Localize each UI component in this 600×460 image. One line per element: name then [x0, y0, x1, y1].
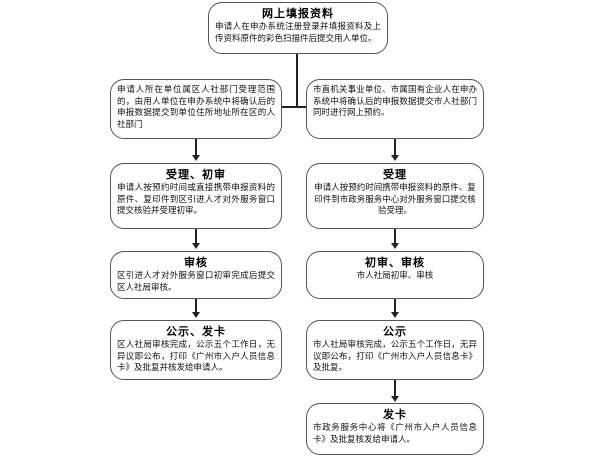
flow-node-right-review: 初审、审核 市人社局初审、审核: [306, 251, 484, 299]
flow-node-body: 市人社局初审、审核: [356, 271, 434, 281]
flow-node-title: 受理、初审: [166, 168, 226, 181]
arrowhead-left-accept: [192, 155, 200, 161]
connector-right-publicity-to-issue: [394, 380, 396, 398]
flow-node-left-accept: 受理、初审 申请人按预约时间或直接携带申报资料的原件、复印件到区引进人才对外服务…: [110, 163, 282, 229]
flow-node-left-submit: 申请人所在单位属区人社部门受理范围的，由用人单位在申办系统中将确认后的申报数据提…: [110, 79, 282, 139]
connector-start-trunk: [296, 54, 298, 107]
flow-node-right-issue: 发卡 市政务服务中心将《广州市入户人员信息卡》及批复核发给申请人。: [306, 403, 484, 455]
connector-right-accept-to-review: [394, 229, 396, 247]
flow-node-body: 区引进人才对外服务窗口初审完成后提交区人社局审核。: [117, 271, 275, 293]
flow-node-title: 发卡: [383, 408, 407, 421]
flow-node-left-review: 审核 区引进人才对外服务窗口初审完成后提交区人社局审核。: [110, 251, 282, 299]
flow-node-body: 市直机关事业单位、市属国有企业人在申办系统中将确认后的申报数据提交市人社部门同时…: [313, 85, 477, 118]
flow-node-title: 公示: [383, 325, 407, 338]
arrowhead-right-publicity: [391, 312, 399, 318]
arrowhead-right-issue: [391, 396, 399, 402]
arrowhead-left-review: [192, 243, 200, 249]
flow-node-body: 申请人按预约时间或直接携带申报资料的原件、复印件到区引进人才对外服务窗口提交核验…: [117, 183, 275, 216]
flow-node-body: 市政务服务中心将《广州市入户人员信息卡》及批复核发给申请人。: [313, 423, 477, 445]
connector-left-accept-to-review: [195, 229, 197, 247]
flow-node-body: 市人社局审核完成，公示五个工作日，无异议即公布，打印《广州市入户人员信息卡》及批…: [313, 340, 477, 373]
flow-node-title: 初审、审核: [365, 256, 425, 269]
connector-split-bar: [200, 106, 396, 108]
connector-right-review-to-publicity: [394, 299, 396, 315]
connector-right-submit-to-accept: [394, 139, 396, 159]
arrowhead-left-publicity: [192, 312, 200, 318]
flow-node-right-accept: 受理 申请人按预约时间携带申报资料的原件、复印件到市政务服务中心对外服务窗口提交…: [306, 163, 484, 229]
flow-node-title: 网上填报资料: [262, 7, 334, 20]
flow-node-start: 网上填报资料 申请人在申办系统注册登录并填报资料及上传资料原件的彩色扫描件后提交…: [208, 2, 388, 54]
flow-node-title: 审核: [184, 256, 208, 269]
flow-node-title: 受理: [383, 168, 407, 181]
flow-node-body: 区人社局审核完成，公示五个工作日，无异议即公布，打印《广州市入户人员信息卡》及批…: [117, 340, 275, 373]
flow-node-title: 公示、发卡: [166, 325, 226, 338]
arrowhead-right-accept: [391, 155, 399, 161]
flow-node-right-submit: 市直机关事业单位、市属国有企业人在申办系统中将确认后的申报数据提交市人社部门同时…: [306, 79, 484, 139]
flow-node-body: 申请人在申办系统注册登录并填报资料及上传资料原件的彩色扫描件后提交用人单位。: [215, 22, 381, 44]
flow-node-left-publicity: 公示、发卡 区人社局审核完成，公示五个工作日，无异议即公布，打印《广州市入户人员…: [110, 320, 282, 380]
flow-node-right-publicity: 公示 市人社局审核完成，公示五个工作日，无异议即公布，打印《广州市入户人员信息卡…: [306, 320, 484, 380]
connector-left-review-to-publicity: [195, 299, 197, 315]
flow-node-body: 申请人所在单位属区人社部门受理范围的，由用人单位在申办系统中将确认后的申报数据提…: [117, 85, 275, 130]
flow-node-body: 申请人按预约时间携带申报资料的原件、复印件到市政务服务中心对外服务窗口提交核验受…: [314, 183, 476, 216]
connector-left-submit-to-accept: [195, 139, 197, 159]
arrowhead-right-review: [391, 243, 399, 249]
